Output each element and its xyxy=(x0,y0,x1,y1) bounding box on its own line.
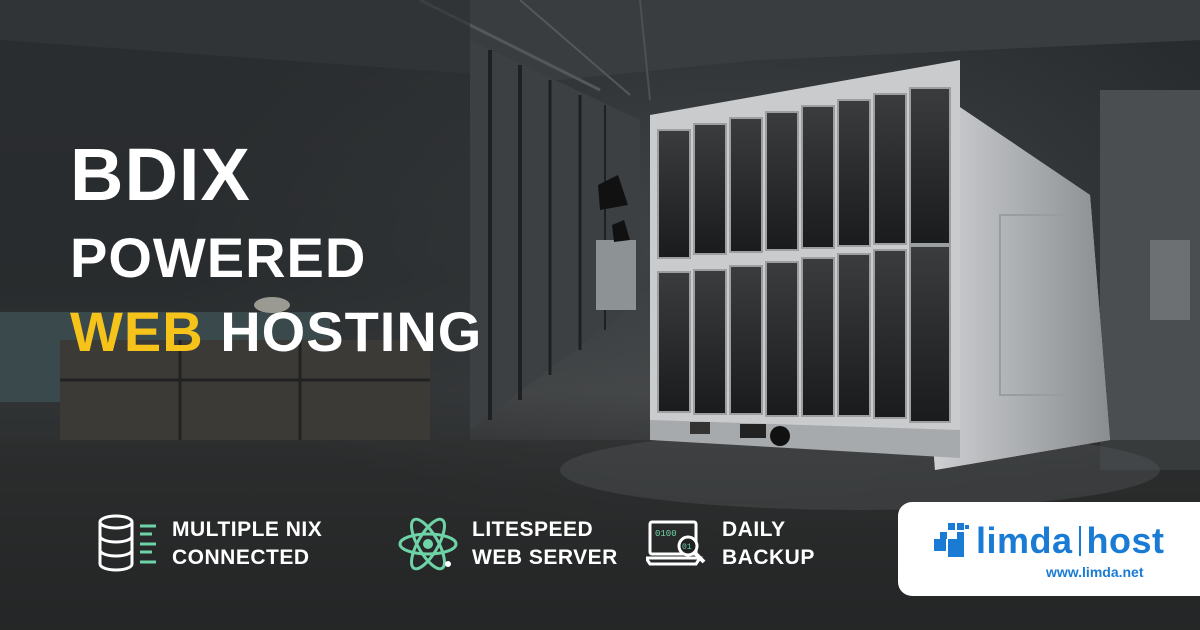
pixel-logo-icon xyxy=(934,523,969,557)
database-icon xyxy=(98,514,156,572)
feature-nix-line-2: CONNECTED xyxy=(172,546,310,569)
feature-nix-text: MULTIPLE NIX CONNECTED xyxy=(172,516,322,572)
feature-nix-line-1: MULTIPLE NIX xyxy=(172,518,323,541)
feature-litespeed-line-1: LITESPEED xyxy=(472,518,594,541)
brand-logo-card[interactable]: limda host www.limda.net xyxy=(898,502,1200,596)
feature-backup-line-1: DAILY xyxy=(722,518,786,541)
headline-line-1: BDIX xyxy=(70,133,251,216)
binary-text-2: 01 xyxy=(682,543,692,552)
feature-litespeed-line-2: WEB SERVER xyxy=(472,546,618,569)
brand-name-right: host xyxy=(1086,520,1165,561)
binary-text-1: 0100 xyxy=(655,529,677,539)
feature-litespeed-text: LITESPEED WEB SERVER xyxy=(472,516,618,572)
feature-backup-text: DAILY BACKUP xyxy=(722,516,815,572)
feature-litespeed: LITESPEED WEB SERVER xyxy=(396,512,618,576)
feature-backup: 0100 01 DAILY BACKUP xyxy=(646,512,815,576)
atom-icon xyxy=(398,517,458,571)
feature-nix: MULTIPLE NIX CONNECTED xyxy=(96,512,322,576)
headline-line-2: POWERED xyxy=(70,226,367,289)
headline-accent: WEB xyxy=(70,300,204,363)
brand-name-left: limda xyxy=(976,520,1073,561)
website-url[interactable]: www.limda.net xyxy=(1046,564,1144,580)
headline-rest: HOSTING xyxy=(220,300,483,363)
feature-backup-line-2: BACKUP xyxy=(722,546,815,569)
brand-logo: limda host xyxy=(934,520,1165,562)
headline-line-3: WEB HOSTING xyxy=(70,304,482,360)
headline: BDIX POWERED WEB HOSTING xyxy=(70,138,482,360)
laptop-search-icon: 0100 01 xyxy=(646,520,706,566)
brand-separator xyxy=(1078,526,1081,556)
